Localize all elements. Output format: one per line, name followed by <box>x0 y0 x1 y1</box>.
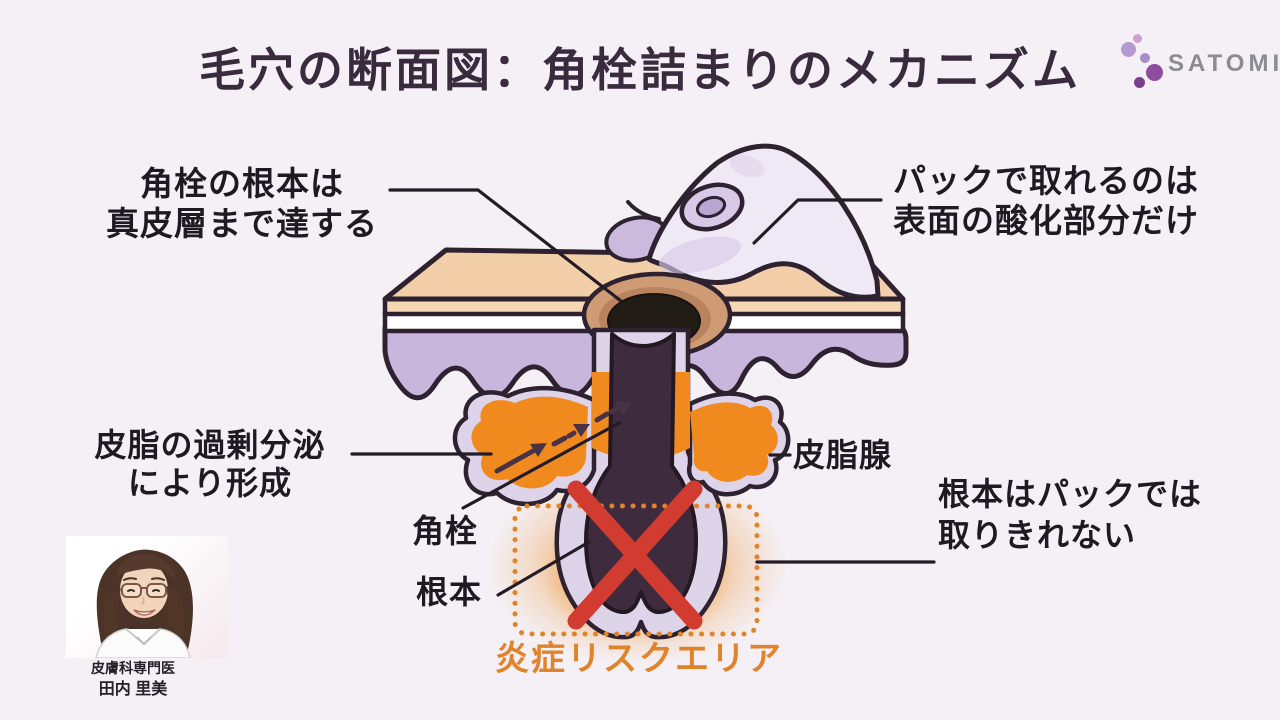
page-title: 毛穴の断面図：角栓詰まりのメカニズム <box>199 44 1081 96</box>
label-sebum-secretion-line1: 皮脂の過剰分泌 <box>94 427 326 463</box>
sebum-right <box>690 402 778 482</box>
leader-plug-root <box>388 188 623 303</box>
brand-name: SATOMI <box>1168 50 1280 77</box>
pack-strip <box>626 143 881 300</box>
leader-keratin-plug <box>461 421 621 510</box>
brand-logo: SATOMI <box>1112 28 1279 98</box>
leader-lines <box>350 188 936 597</box>
doctor-credential: 皮膚科専門医 <box>91 660 175 676</box>
sebum-left <box>471 396 588 489</box>
label-sebum-secretion-line2: により形成 <box>127 465 293 502</box>
red-cross-icon <box>567 480 703 630</box>
leader-pack <box>752 198 883 245</box>
label-root-not-removable: 根本はパックでは 取りきれない <box>938 474 1238 556</box>
label-root: 根本 <box>416 574 483 610</box>
label-plug-root: 角栓の根本は 真皮層まで達する <box>96 164 388 243</box>
inflammation-risk-box <box>512 503 760 637</box>
label-sebaceous-gland: 皮脂腺 <box>793 437 893 473</box>
label-sebum-secretion: 皮脂の過剰分泌 により形成 <box>68 426 352 503</box>
doctor-name: 田内 里美 <box>98 681 168 698</box>
label-pack-removes-line1: パックで取れるのは <box>893 162 1199 199</box>
label-keratin-plug: 角栓 <box>412 513 479 549</box>
label-plug-root-line1: 角栓の根本は <box>140 165 344 202</box>
label-root-not-removable-line1: 根本はパックでは <box>938 476 1203 512</box>
leader-root <box>496 540 591 597</box>
sebum-flow-arrows <box>494 402 632 474</box>
label-plug-root-line2: 真皮層まで達する <box>106 204 378 242</box>
label-pack-removes: パックで取れるのは 表面の酸化部分だけ <box>893 161 1223 240</box>
label-inflammation-risk-area: 炎症リスクエリア <box>495 640 783 678</box>
doctor-portrait-illustration <box>95 549 193 658</box>
label-pack-removes-line2: 表面の酸化部分だけ <box>893 201 1199 239</box>
label-root-not-removable-line2: 取りきれない <box>938 516 1137 553</box>
doctor-photo <box>66 536 228 658</box>
